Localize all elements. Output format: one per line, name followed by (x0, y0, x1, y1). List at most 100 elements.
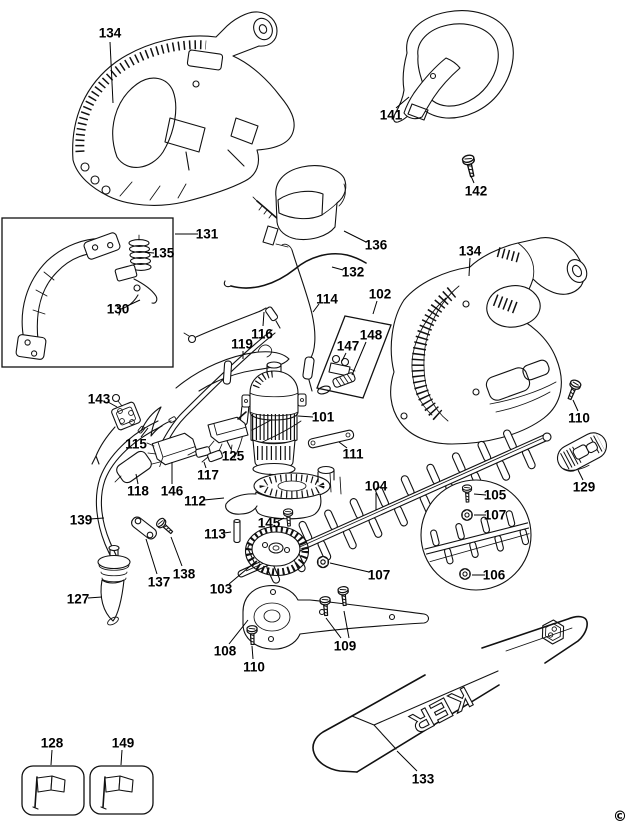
warning-label-box-128 (21, 765, 85, 816)
part-number-135-spring: 135 (152, 246, 175, 261)
part-cord-protector (97, 544, 131, 626)
leader-warning-label-flag (120, 749, 123, 766)
leader-handle-guard (395, 96, 410, 109)
part-number-110-screw: 110 (568, 411, 590, 426)
part-number-119-wiring-loom: 119 (231, 337, 253, 352)
screw-138 (154, 516, 176, 537)
part-number-101-motor: 101 (312, 410, 335, 425)
inset-guard-handle-assembly (1, 217, 174, 368)
part-number-109-screw: 109 (334, 639, 357, 654)
part-handle-guard (393, 10, 514, 123)
inset-connector-kit (316, 315, 392, 399)
leader-wire-link (262, 311, 265, 327)
part-number-127-cord-protector: 127 (67, 592, 90, 607)
leader-cable (331, 266, 344, 271)
part-number-148-crimp-connector: 148 (360, 328, 383, 343)
flag-icon (100, 775, 134, 810)
leader-screw (572, 399, 579, 412)
part-number-129-name-badge: 129 (573, 480, 596, 495)
leader-connector (341, 352, 347, 362)
leader-motor-housing-half-left (109, 41, 114, 104)
part-gear-wheel (244, 525, 310, 577)
leader-screw (325, 617, 342, 639)
leader-screw (343, 610, 350, 639)
screw-142 (461, 153, 479, 179)
part-wiring-loom (162, 329, 302, 459)
part-number-106-nut: 106 (483, 568, 506, 583)
part-number-108-gear-case-cover: 108 (214, 644, 237, 659)
leader-terminal-block (107, 401, 118, 408)
leader-screw (473, 493, 487, 496)
part-number-102-connector-kit-inset: 102 (369, 287, 392, 302)
part-number-133-blade-sheath: 133 (412, 772, 435, 787)
leader-gear-case-cover (228, 619, 249, 645)
part-number-107-nut: 107 (484, 508, 507, 523)
part-number-113-pin: 113 (204, 527, 226, 542)
leader-power-cord (89, 517, 105, 520)
part-number-104-blade-assembly: 104 (365, 479, 388, 494)
part-number-134-motor-housing-half-left: 134 (99, 26, 122, 41)
part-number-147-connector: 147 (337, 339, 360, 354)
part-number-110-screw: 110 (243, 660, 265, 675)
flag-icon (32, 775, 66, 810)
part-number-134-motor-housing-half-right: 134 (459, 244, 482, 259)
part-number-130-lock-off-lever: 130 (107, 302, 130, 317)
leader-spring (142, 251, 155, 254)
leader-lock-off-lever (126, 299, 141, 307)
part-switch-cover (252, 165, 347, 248)
leader-screw (170, 536, 183, 567)
part-number-143-terminal-block: 143 (88, 392, 111, 407)
leader-screw (470, 175, 475, 184)
spring (128, 234, 152, 271)
part-motor (241, 361, 307, 482)
leader-cord-clamp (145, 538, 158, 575)
screw-110-right (564, 378, 583, 402)
part-number-125-switch: 125 (222, 449, 245, 464)
leader-cord-protector (87, 596, 103, 599)
part-pin (233, 518, 241, 544)
nut-107-detail (461, 509, 473, 521)
part-number-141-handle-guard: 141 (380, 108, 403, 123)
part-motor-housing-right (390, 237, 588, 445)
part-number-105-screw: 105 (484, 488, 507, 503)
part-wire-116 (183, 306, 281, 344)
hex-nut-brand-logo-icon (541, 619, 565, 645)
leader-connector-pair (203, 461, 207, 469)
part-number-149-warning-label-flag: 149 (112, 736, 135, 751)
part-switch-125 (207, 411, 249, 453)
part-cable (223, 253, 367, 289)
part-number-114-wire-link: 114 (316, 292, 338, 307)
leader-connector-kit-inset (372, 300, 378, 315)
copyright-symbol: © (613, 809, 627, 825)
part-number-118-capacitor: 118 (127, 484, 149, 499)
crimp-connector-148 (332, 372, 356, 388)
leader-crimp-connector (351, 341, 367, 376)
leader-gear-wheel (228, 562, 255, 585)
detail-view-circle (420, 479, 532, 591)
part-baffle-plate (307, 429, 355, 449)
part-terminal-block (91, 393, 141, 465)
leader-screw (251, 645, 254, 660)
part-capacitor (114, 450, 152, 484)
leader-screw (277, 517, 285, 522)
part-connector-pair (187, 446, 223, 463)
part-number-103-gear-wheel: 103 (210, 582, 233, 597)
part-number-132-cable: 132 (342, 265, 365, 280)
leader-baffle-plate (338, 441, 348, 449)
part-number-138-screw: 138 (173, 567, 196, 582)
part-number-146-switch: 146 (161, 484, 184, 499)
part-number-111-baffle-plate: 111 (342, 447, 364, 462)
leader-name-badge (577, 469, 584, 481)
nut-107 (316, 555, 330, 569)
leader-switch-cover (343, 230, 367, 243)
part-motor-housing-left (72, 11, 295, 206)
lock-off-lever (114, 264, 158, 316)
part-number-139-power-cord: 139 (70, 513, 93, 528)
part-switch-146 (146, 432, 199, 468)
part-number-107-nut: 107 (368, 568, 391, 583)
part-name-badge (556, 432, 608, 472)
leader-wire-link (140, 427, 149, 438)
leader-nut (329, 562, 370, 573)
